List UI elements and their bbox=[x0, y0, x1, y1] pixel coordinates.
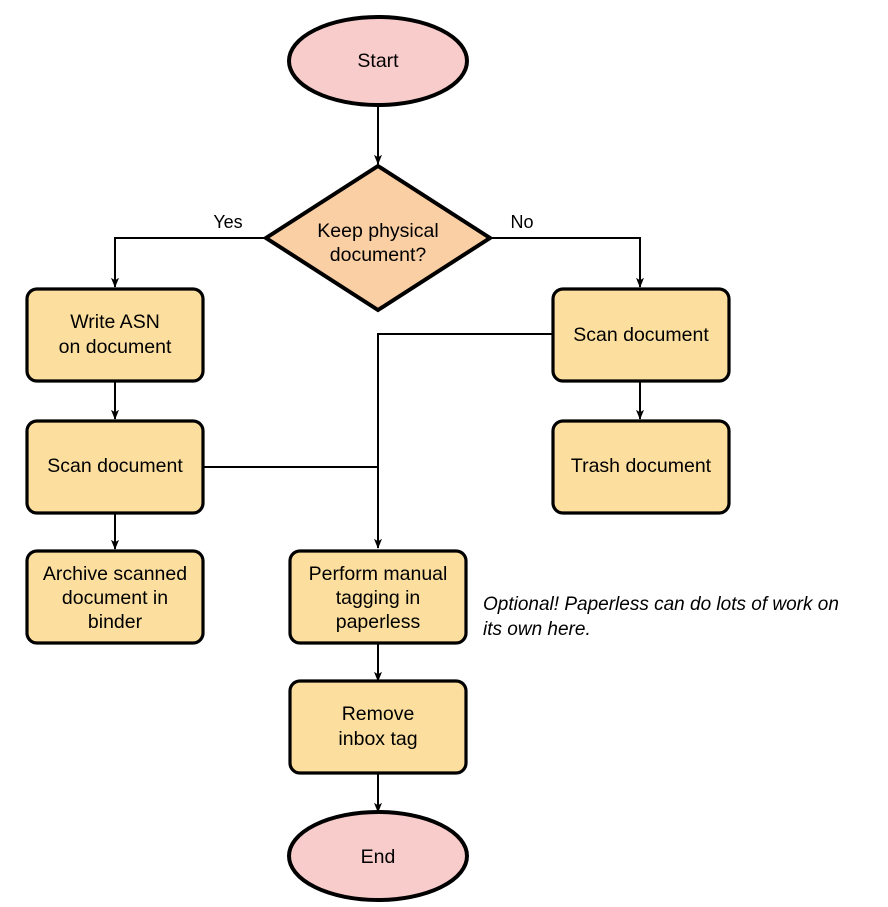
edge-label-no: No bbox=[510, 212, 533, 232]
node-write-asn[interactable] bbox=[25, 287, 205, 383]
node-perform-manual-tagging[interactable] bbox=[288, 549, 468, 645]
edge-label-yes: Yes bbox=[213, 212, 242, 232]
connector-yes-to-write-asn bbox=[111, 237, 265, 288]
node-start[interactable] bbox=[287, 15, 469, 107]
node-scan-document-left[interactable] bbox=[25, 419, 205, 515]
node-archive-scanned-document[interactable] bbox=[25, 549, 205, 645]
connector-scan-right-to-tagging bbox=[374, 333, 552, 549]
node-end[interactable] bbox=[287, 810, 469, 902]
connector-no-to-scan-right bbox=[491, 237, 644, 288]
node-scan-document-right[interactable] bbox=[551, 287, 731, 383]
annotation-line2: its own here. bbox=[483, 619, 591, 640]
annotation-line1: Optional! Paperless can do lots of work … bbox=[483, 594, 839, 615]
node-decision-keep-physical-document[interactable] bbox=[262, 163, 494, 313]
node-trash-document[interactable] bbox=[551, 419, 731, 515]
node-remove-inbox-tag[interactable] bbox=[288, 679, 468, 775]
